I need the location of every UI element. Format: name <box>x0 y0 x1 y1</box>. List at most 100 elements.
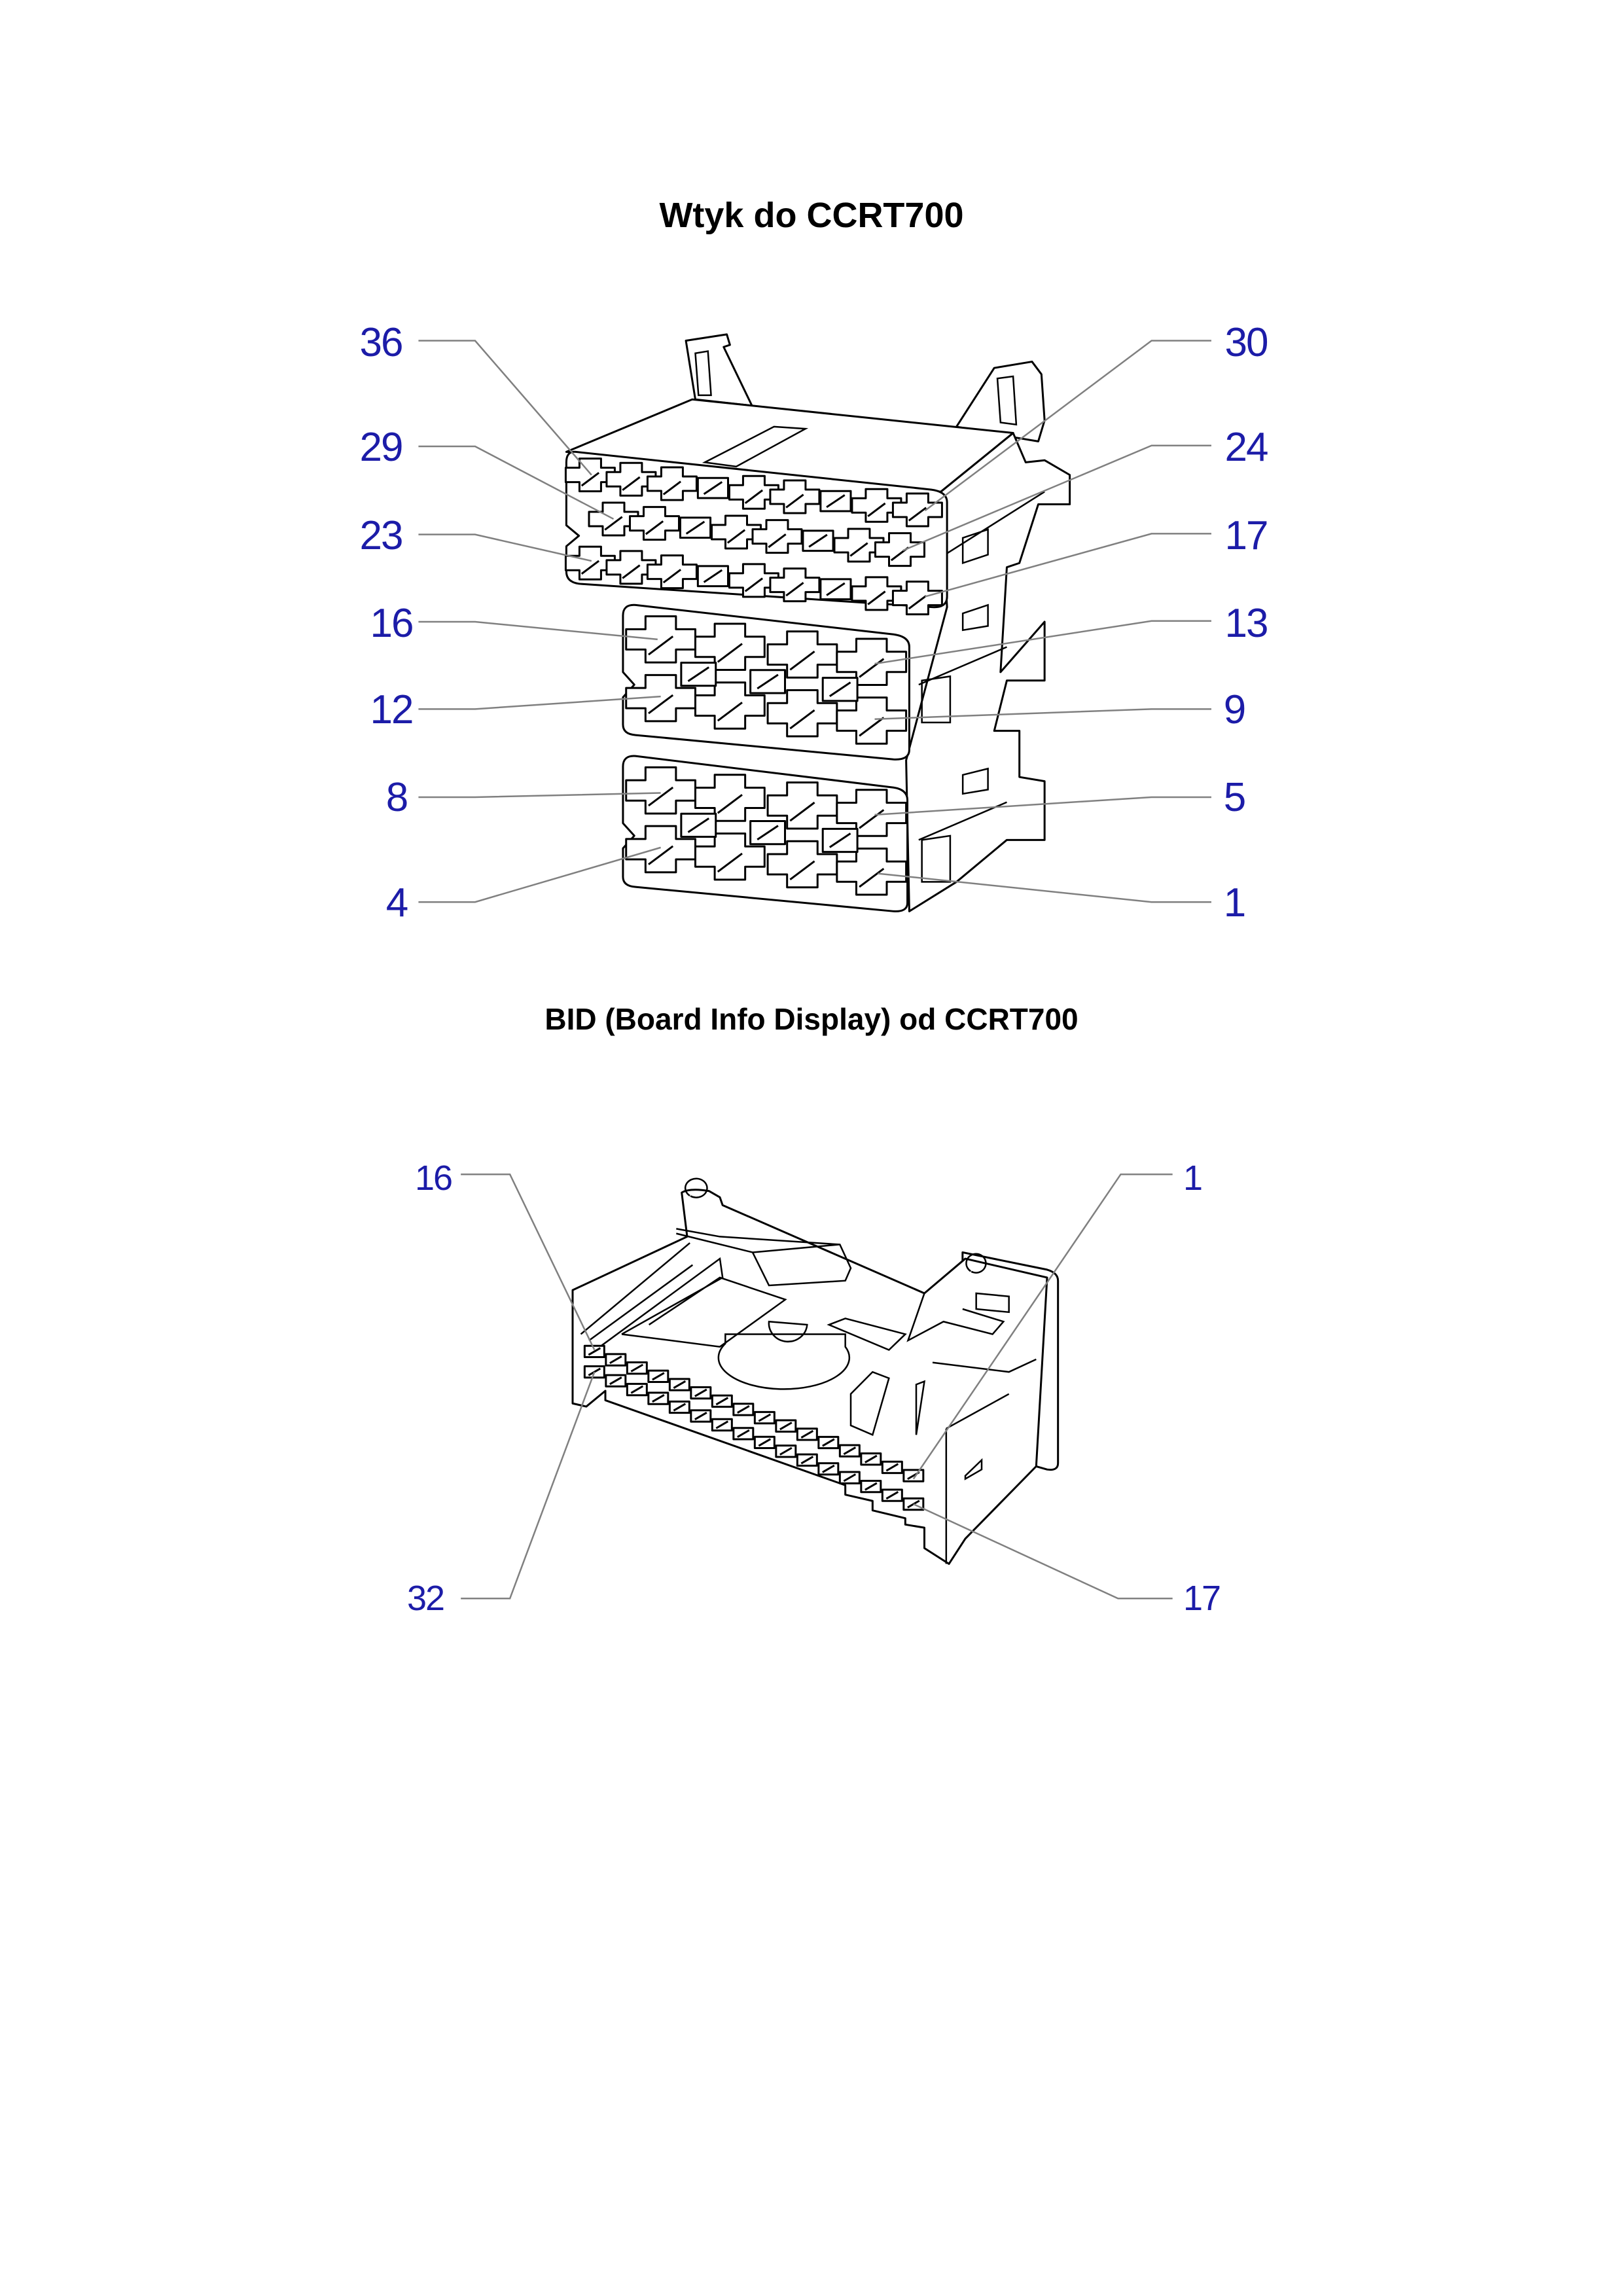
blank-cavity <box>734 1404 753 1415</box>
blank-cavity <box>584 1367 604 1378</box>
blank-cavity <box>669 1379 689 1390</box>
blank-cavity <box>627 1363 647 1374</box>
blank-cavity <box>584 1346 604 1357</box>
pin-label-36: 36 <box>359 320 404 365</box>
blank-cavity <box>691 1387 711 1398</box>
blank-cavity <box>691 1410 711 1422</box>
blank-cavity <box>734 1428 753 1439</box>
blank-cavity <box>712 1419 732 1430</box>
blank-cavity <box>803 531 833 551</box>
pin-label-8: 8 <box>385 775 409 820</box>
blank-cavity <box>755 1437 774 1448</box>
pin-cavity <box>565 459 615 492</box>
blank-cavity <box>669 1401 689 1412</box>
pin-label-9: 9 <box>1223 687 1247 732</box>
blank-cavity <box>797 1429 817 1440</box>
bid-connector-pins <box>584 1346 923 1509</box>
pin-cavity <box>647 556 696 588</box>
pin-cavity <box>729 564 778 597</box>
pin-label-30: 30 <box>1224 320 1269 365</box>
blank-cavity <box>821 579 851 600</box>
pin-cavity <box>768 841 837 888</box>
blank-cavity <box>776 1420 796 1431</box>
blank-cavity <box>797 1454 817 1465</box>
pin-label-16: 16 <box>370 601 414 646</box>
pin-cavity <box>768 690 837 736</box>
blank-cavity <box>698 566 728 586</box>
pin-cavity <box>768 632 837 678</box>
pin-label-13: 13 <box>1224 601 1269 646</box>
blank-cavity <box>861 1481 881 1492</box>
pin-cavity <box>626 826 696 872</box>
blank-cavity <box>821 491 851 511</box>
pin-cavity <box>626 617 696 663</box>
bid-pin-label-1: 1 <box>1183 1158 1203 1198</box>
blank-cavity <box>861 1454 881 1465</box>
pin-cavity <box>696 775 765 821</box>
blank-cavity <box>606 1375 626 1386</box>
blank-cavity <box>882 1462 902 1473</box>
blank-cavity <box>627 1384 647 1395</box>
pin-cavity <box>893 582 942 615</box>
bid-connector-body <box>573 1179 1058 1564</box>
pin-cavity <box>607 551 656 584</box>
pin-cavity <box>837 698 906 744</box>
pin-cavity <box>834 529 883 562</box>
pin-cavity <box>893 493 942 526</box>
leader-lines <box>418 341 1211 903</box>
pin-cavity <box>712 516 761 548</box>
pin-cavity <box>852 489 901 522</box>
pin-cavity <box>626 767 696 814</box>
pin-cavity <box>852 577 901 610</box>
pin-cavity <box>696 683 765 729</box>
blank-cavity <box>755 1412 774 1423</box>
blank-cavity <box>649 1371 668 1382</box>
blank-cavity <box>776 1446 796 1457</box>
bid-pin-label-17: 17 <box>1183 1579 1221 1618</box>
blank-cavity <box>904 1470 923 1481</box>
blank-cavity <box>751 821 785 844</box>
blank-cavity <box>819 1463 838 1475</box>
pin-cavity <box>607 463 656 495</box>
blank-cavity <box>819 1437 838 1448</box>
pin-label-17: 17 <box>1224 513 1269 558</box>
blank-cavity <box>823 829 857 852</box>
pin-cavity <box>753 520 802 553</box>
connector-title: Wtyk do CCRT700 <box>659 196 964 235</box>
pin-label-24: 24 <box>1224 425 1269 470</box>
pin-cavity <box>729 476 778 509</box>
blank-cavity <box>680 518 710 538</box>
blank-cavity <box>882 1490 902 1501</box>
connector-diagram <box>327 295 1309 949</box>
bid-pin-label-32: 32 <box>406 1579 445 1618</box>
pin-label-4: 4 <box>385 880 409 925</box>
blank-cavity <box>751 670 785 693</box>
bid-connector-diagram <box>393 1145 1243 1636</box>
pin-cavity <box>770 569 819 601</box>
bid-pin-label-16: 16 <box>414 1158 453 1198</box>
blank-cavity <box>649 1393 668 1404</box>
blank-cavity <box>698 478 728 498</box>
blank-cavity <box>606 1354 626 1365</box>
pin-cavity <box>770 480 819 513</box>
pin-cavity <box>696 833 765 880</box>
blank-cavity <box>840 1445 859 1456</box>
blank-cavity <box>823 678 857 701</box>
pin-label-5: 5 <box>1223 775 1247 820</box>
bid-title: BID (Board Info Display) od CCRT700 <box>544 1002 1079 1036</box>
pin-cavity <box>647 467 696 500</box>
blank-cavity <box>840 1472 859 1483</box>
blank-cavity <box>712 1395 732 1407</box>
pin-cavity <box>837 790 906 836</box>
pin-label-29: 29 <box>359 425 404 470</box>
pin-cavity <box>768 783 837 829</box>
blank-cavity <box>681 814 716 836</box>
blank-cavity <box>681 663 716 686</box>
pin-label-23: 23 <box>359 513 404 558</box>
pin-label-12: 12 <box>370 687 414 732</box>
pin-label-1: 1 <box>1223 880 1247 925</box>
pin-cavity <box>696 624 765 670</box>
pin-cavity <box>630 507 679 540</box>
pin-cavity <box>626 675 696 721</box>
pin-cavity <box>837 849 906 895</box>
